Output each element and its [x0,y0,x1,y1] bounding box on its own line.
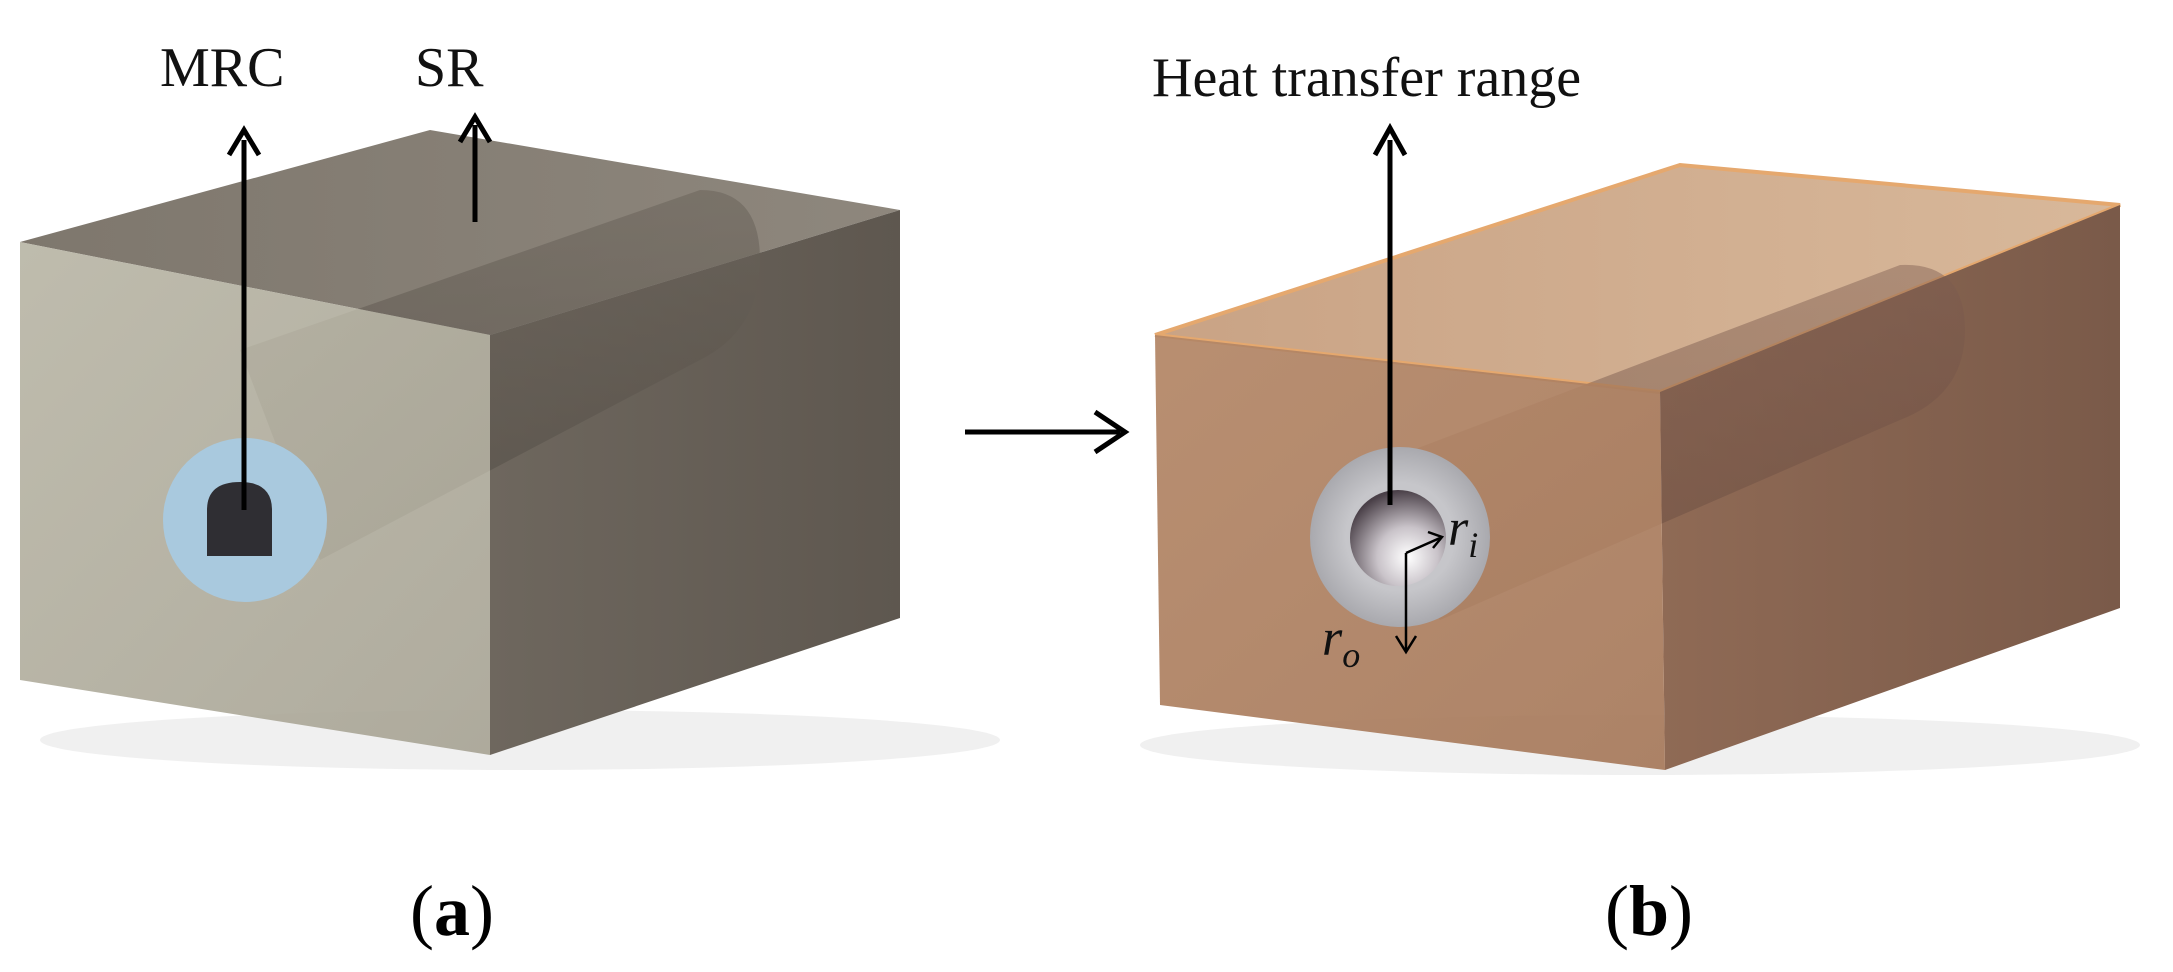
sr-arrow-head-icon [457,112,493,144]
panel-b-caption-letter: b [1629,871,1669,951]
label-ri-sub: i [1468,525,1478,565]
panel-b-roadway-hole [1350,490,1446,586]
label-ro: ro [1322,610,1360,675]
label-sr: SR [415,37,484,99]
label-ri-base: r [1448,500,1469,557]
panel-a-top-face [20,130,900,335]
panel-a-roadway-section [207,482,272,556]
heat-arrow-head-icon [1372,122,1408,157]
panel-a-caption-close: ) [470,871,494,951]
connector [965,409,1130,455]
mrc-arrow-head-icon [226,125,262,157]
panel-b-caption: (b) [1605,871,1693,951]
label-mrc: MRC [160,37,285,99]
ro-arrow-head-icon [1394,635,1418,655]
panel-b-caption-open: ( [1605,871,1629,951]
label-ri: ri [1448,500,1478,565]
panel-a-caption-open: ( [410,871,434,951]
panel-a: MRC SR (a) [20,37,1000,951]
panel-a-caption-letter: a [434,871,470,951]
ri-arrow-icon [1405,536,1441,555]
panel-b-caption-close: ) [1669,871,1693,951]
panel-a-caption: (a) [410,871,494,951]
panel-b-top-face [1155,165,2120,392]
ri-arrow-head-icon [1427,530,1445,549]
panel-b: Heat transfer range ri ro (b) [1140,47,2140,951]
label-ro-base: r [1322,610,1343,667]
label-ro-sub: o [1342,635,1360,675]
right-arrow-head-icon [1093,409,1130,455]
label-heat-transfer-range: Heat transfer range [1152,47,1581,109]
